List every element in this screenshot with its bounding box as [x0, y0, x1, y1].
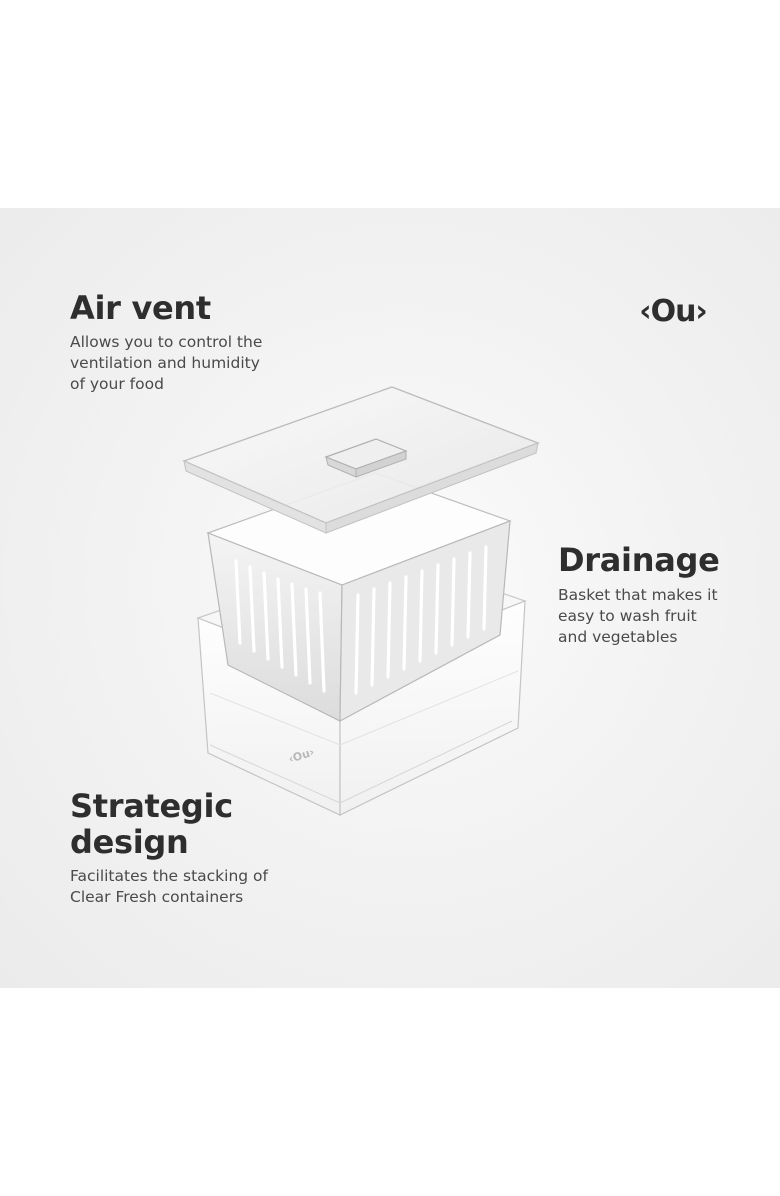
- air-vent-title: Air vent: [70, 289, 211, 327]
- drainage-basket: [206, 472, 512, 723]
- brand-logo: ‹Ou›: [639, 294, 708, 329]
- drainage-description: Basket that makes it easy to wash fruit …: [558, 586, 718, 646]
- air-vent-icon: [324, 438, 408, 478]
- vented-lid: [182, 386, 540, 534]
- feature-panel: ‹Ou› Air vent Allows you to control the …: [0, 208, 780, 988]
- strategic-design-title: Strategic design: [70, 787, 233, 861]
- strategic-design-description: Facilitates the stacking of Clear Fresh …: [70, 867, 268, 906]
- food-container-illustration: ‹Ou›: [170, 373, 550, 823]
- container-svg: ‹Ou›: [182, 386, 540, 816]
- drainage-title: Drainage: [558, 541, 720, 579]
- air-vent-description: Allows you to control the ventilation an…: [70, 333, 263, 393]
